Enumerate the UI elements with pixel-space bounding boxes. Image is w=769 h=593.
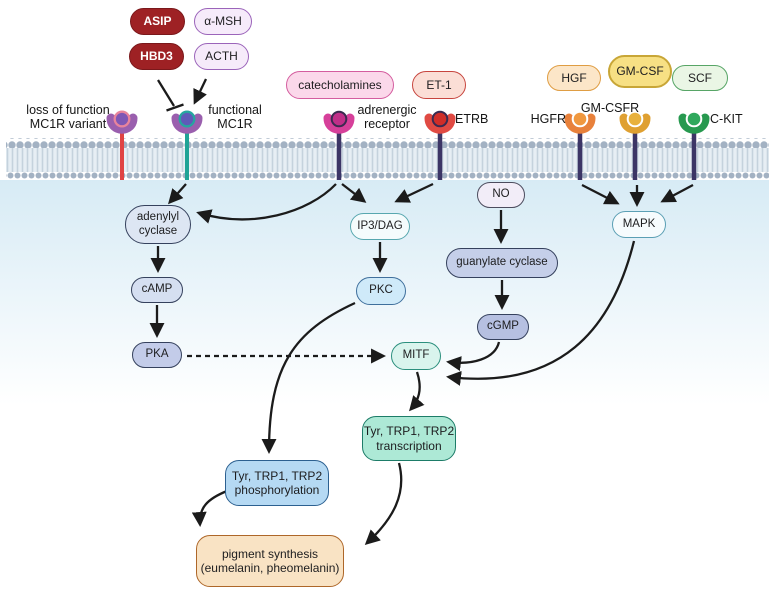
ligand-hgf: HGF	[547, 65, 601, 91]
node-pkc: PKC	[356, 277, 406, 305]
node-pka: PKA	[132, 342, 182, 368]
label-adrenergic-receptor: adrenergic receptor	[357, 103, 417, 132]
node-mapk: MAPK	[612, 211, 666, 238]
arrow-inhibit-asip-mc1r	[157, 79, 175, 107]
arrow-acth-mc1r	[193, 78, 208, 105]
arrow-hgfr-mapk	[581, 183, 620, 205]
hgfr-receptor-icon	[564, 110, 596, 180]
node-adenylyl-cyclase: adenylyl cyclase	[125, 205, 191, 244]
label-gm-csfr: GM-CSFR	[580, 101, 640, 115]
cell-membrane	[6, 138, 769, 180]
arrow-mc1r-adenylyl	[168, 183, 187, 205]
node-no: NO	[477, 182, 525, 208]
node-cgmp: cGMP	[477, 314, 529, 340]
ligand-scf: SCF	[672, 65, 728, 91]
label-hgfr: HGFR	[530, 112, 566, 126]
arrow-mitf-transcription	[409, 371, 425, 412]
arrow-adrenergic-ip3dag	[341, 183, 367, 203]
label-mc1r-variant: loss of function MC1R variant	[26, 103, 110, 132]
ligand-asip: ASIP	[130, 8, 185, 35]
etrb-receptor-icon	[424, 110, 456, 180]
ligand-et-1: ET-1	[412, 71, 466, 99]
ligand-catecholamines: catecholamines	[286, 71, 394, 99]
node-tyr-trp1-trp2-transcription: Tyr, TRP1, TRP2 transcription	[362, 416, 456, 461]
inhibit-bar	[166, 103, 184, 112]
adrenergic-receptor-icon	[323, 110, 355, 180]
label-etrb: ETRB	[455, 112, 489, 126]
pathway-arrows	[149, 78, 694, 546]
mc1r-variant-receptor-icon	[106, 110, 138, 180]
arrow-ckit-mapk	[660, 183, 694, 203]
arrow-adrenergic-adenylyl	[196, 183, 337, 224]
arrow-mapk-mitf	[446, 240, 636, 386]
node-mitf: MITF	[391, 342, 441, 370]
arrow-etrb-ip3dag	[394, 182, 434, 203]
label-mc1r-functional: functional MC1R	[208, 103, 262, 132]
ckit-receptor-icon	[678, 110, 710, 180]
node-pigment-synthesis: pigment synthesis (eumelanin, pheomelani…	[196, 535, 344, 587]
node-tyr-trp1-trp2-phosphorylation: Tyr, TRP1, TRP2 phosphorylation	[225, 460, 329, 506]
arrow-transcription-pigment	[364, 462, 403, 546]
ligand-alpha-msh: α-MSH	[194, 8, 252, 35]
ligand-acth: ACTH	[194, 43, 249, 70]
gmcsfr-receptor-icon	[619, 110, 651, 180]
arrow-pkc-phosphorylation	[261, 301, 356, 454]
ligand-hbd3: HBD3	[129, 43, 184, 70]
label-c-kit: C-KIT	[710, 112, 743, 126]
arrow-cgmp-mitf	[446, 341, 501, 371]
ligand-gm-csf: GM-CSF	[608, 55, 672, 88]
node-guanylate-cyclase: guanylate cyclase	[446, 248, 558, 278]
mc1r-functional-receptor-icon	[171, 110, 203, 180]
arrow-phosphorylation-pigment	[191, 489, 228, 527]
node-camp: cAMP	[131, 277, 183, 303]
node-ip3-dag: IP3/DAG	[350, 213, 410, 240]
